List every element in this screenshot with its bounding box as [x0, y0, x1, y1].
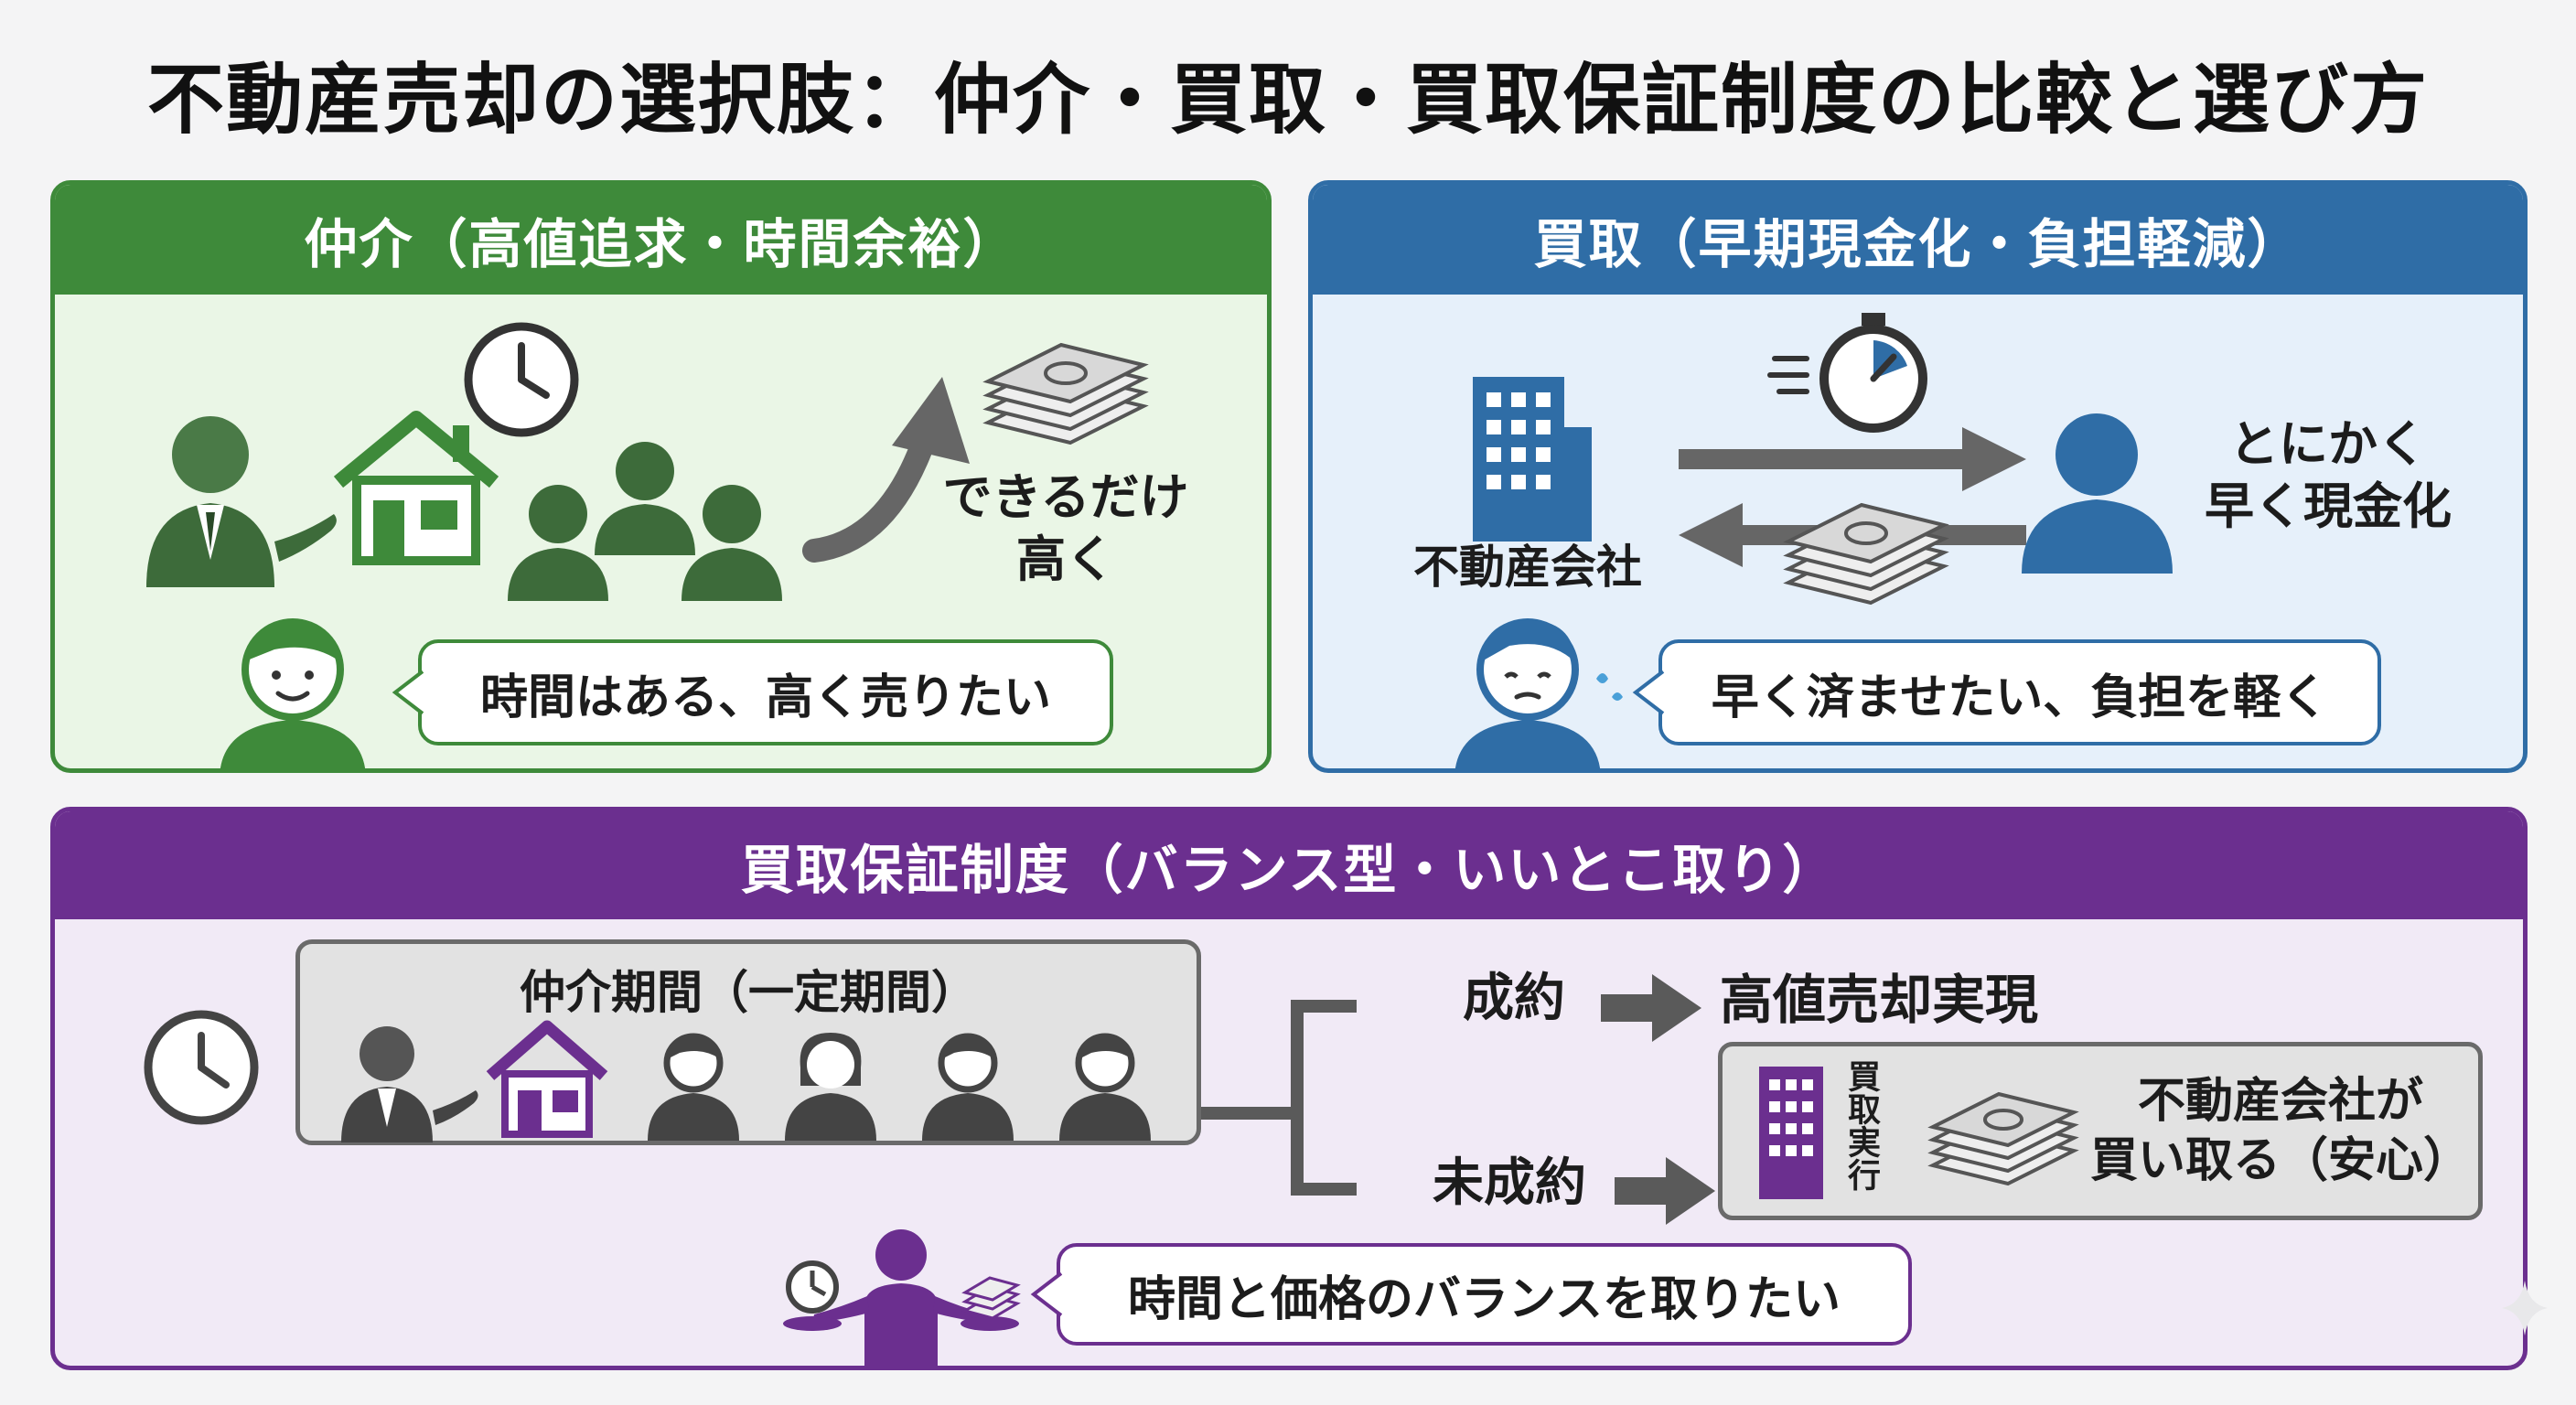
- hosho-bubble-text: 時間と価格のバランスを取りたい: [1128, 1271, 1841, 1327]
- chukai-speech-bubble: 時間はある、高く売りたい: [418, 639, 1113, 745]
- buyer-icon: [922, 1033, 1014, 1141]
- bubble-tail: [1632, 670, 1665, 715]
- seller-icon: [1455, 618, 1623, 768]
- kaitori-goal-line1: とにかく: [2229, 415, 2427, 473]
- sparkle-icon: [2502, 1281, 2548, 1335]
- fail-label: 未成約: [1433, 1153, 1586, 1213]
- page-title: 不動産売却の選択肢：仲介・買取・買取保証制度の比較と選び方: [146, 55, 2429, 145]
- company-label: 不動産会社: [1413, 541, 1642, 594]
- kaitori-bubble-text: 早く済ませたい、負担を軽く: [1711, 670, 2329, 725]
- agent-icon: [341, 1026, 478, 1142]
- chukai-bubble-text: 時間はある、高く売りたい: [479, 670, 1051, 725]
- branch-connector: [1201, 1000, 1357, 1196]
- arrow-right-icon: [1615, 1157, 1715, 1225]
- clock-icon: [464, 322, 579, 437]
- fail-result: 不動産会社が 買い取る（安心）: [2084, 1072, 2477, 1191]
- money-icon: [1783, 502, 1949, 606]
- arrow-right-icon: [1601, 974, 1701, 1042]
- arrow-right-icon: [1679, 427, 2026, 491]
- kaitori-goal-label: とにかく 早く現金化: [2163, 413, 2493, 537]
- balance-person-icon: [783, 1229, 1021, 1366]
- clock-icon: [144, 1010, 259, 1125]
- period-label: 仲介期間（一定期間）: [520, 966, 977, 1019]
- agent-icon: [146, 416, 337, 587]
- bubble-tail: [1030, 1271, 1063, 1317]
- kaitori-header: 買取（早期現金化・負担軽減）: [1313, 185, 2523, 295]
- buyer-icon: [648, 1033, 739, 1141]
- success-result: 高値売却実現: [1720, 969, 2039, 1031]
- house-icon: [333, 411, 499, 565]
- building-icon: [1473, 377, 1592, 542]
- hosho-panel: 買取保証制度（バランス型・いいとこ取り） 仲介期間（一定期間）: [50, 807, 2528, 1370]
- kaitori-goal-line2: 早く現金化: [2205, 477, 2452, 535]
- money-icon: [1927, 1091, 2079, 1186]
- buyer-icon: [785, 1033, 876, 1141]
- seller-icon: [220, 618, 365, 768]
- house-icon: [486, 1020, 608, 1138]
- buyer-icon: [1059, 1033, 1151, 1141]
- person-icon: [2022, 413, 2173, 574]
- chukai-panel: 仲介（高値追求・時間余裕）: [50, 180, 1272, 773]
- period-box: 仲介期間（一定期間）: [295, 939, 1201, 1145]
- chukai-goal-line1: できるだけ: [942, 468, 1189, 526]
- bubble-tail: [392, 670, 424, 715]
- money-icon: [982, 342, 1149, 445]
- fail-result-line2: 買い取る（安心）: [2089, 1133, 2471, 1188]
- buyers-icon: [508, 442, 782, 601]
- chukai-goal-label: できるだけ 高く: [928, 467, 1203, 590]
- up-arrow-icon: [802, 377, 970, 563]
- success-label: 成約: [1463, 969, 1565, 1028]
- buyback-box: 買取実行 不動産会社が 買い取る（安心）: [1718, 1042, 2483, 1220]
- kaitori-speech-bubble: 早く済ませたい、負担を軽く: [1658, 639, 2381, 745]
- fail-result-line1: 不動産会社が: [2137, 1074, 2423, 1129]
- hosho-header: 買取保証制度（バランス型・いいとこ取り）: [55, 811, 2523, 919]
- buy-exec-label: 買取実行: [1842, 1059, 1880, 1191]
- building-icon: [1759, 1067, 1823, 1199]
- stopwatch-icon: [1767, 313, 1927, 433]
- hosho-speech-bubble: 時間と価格のバランスを取りたい: [1057, 1243, 1912, 1346]
- chukai-goal-line2: 高く: [1016, 530, 1115, 588]
- kaitori-panel: 買取（早期現金化・負担軽減） 不動産会社: [1308, 180, 2528, 773]
- chukai-header: 仲介（高値追求・時間余裕）: [55, 185, 1267, 295]
